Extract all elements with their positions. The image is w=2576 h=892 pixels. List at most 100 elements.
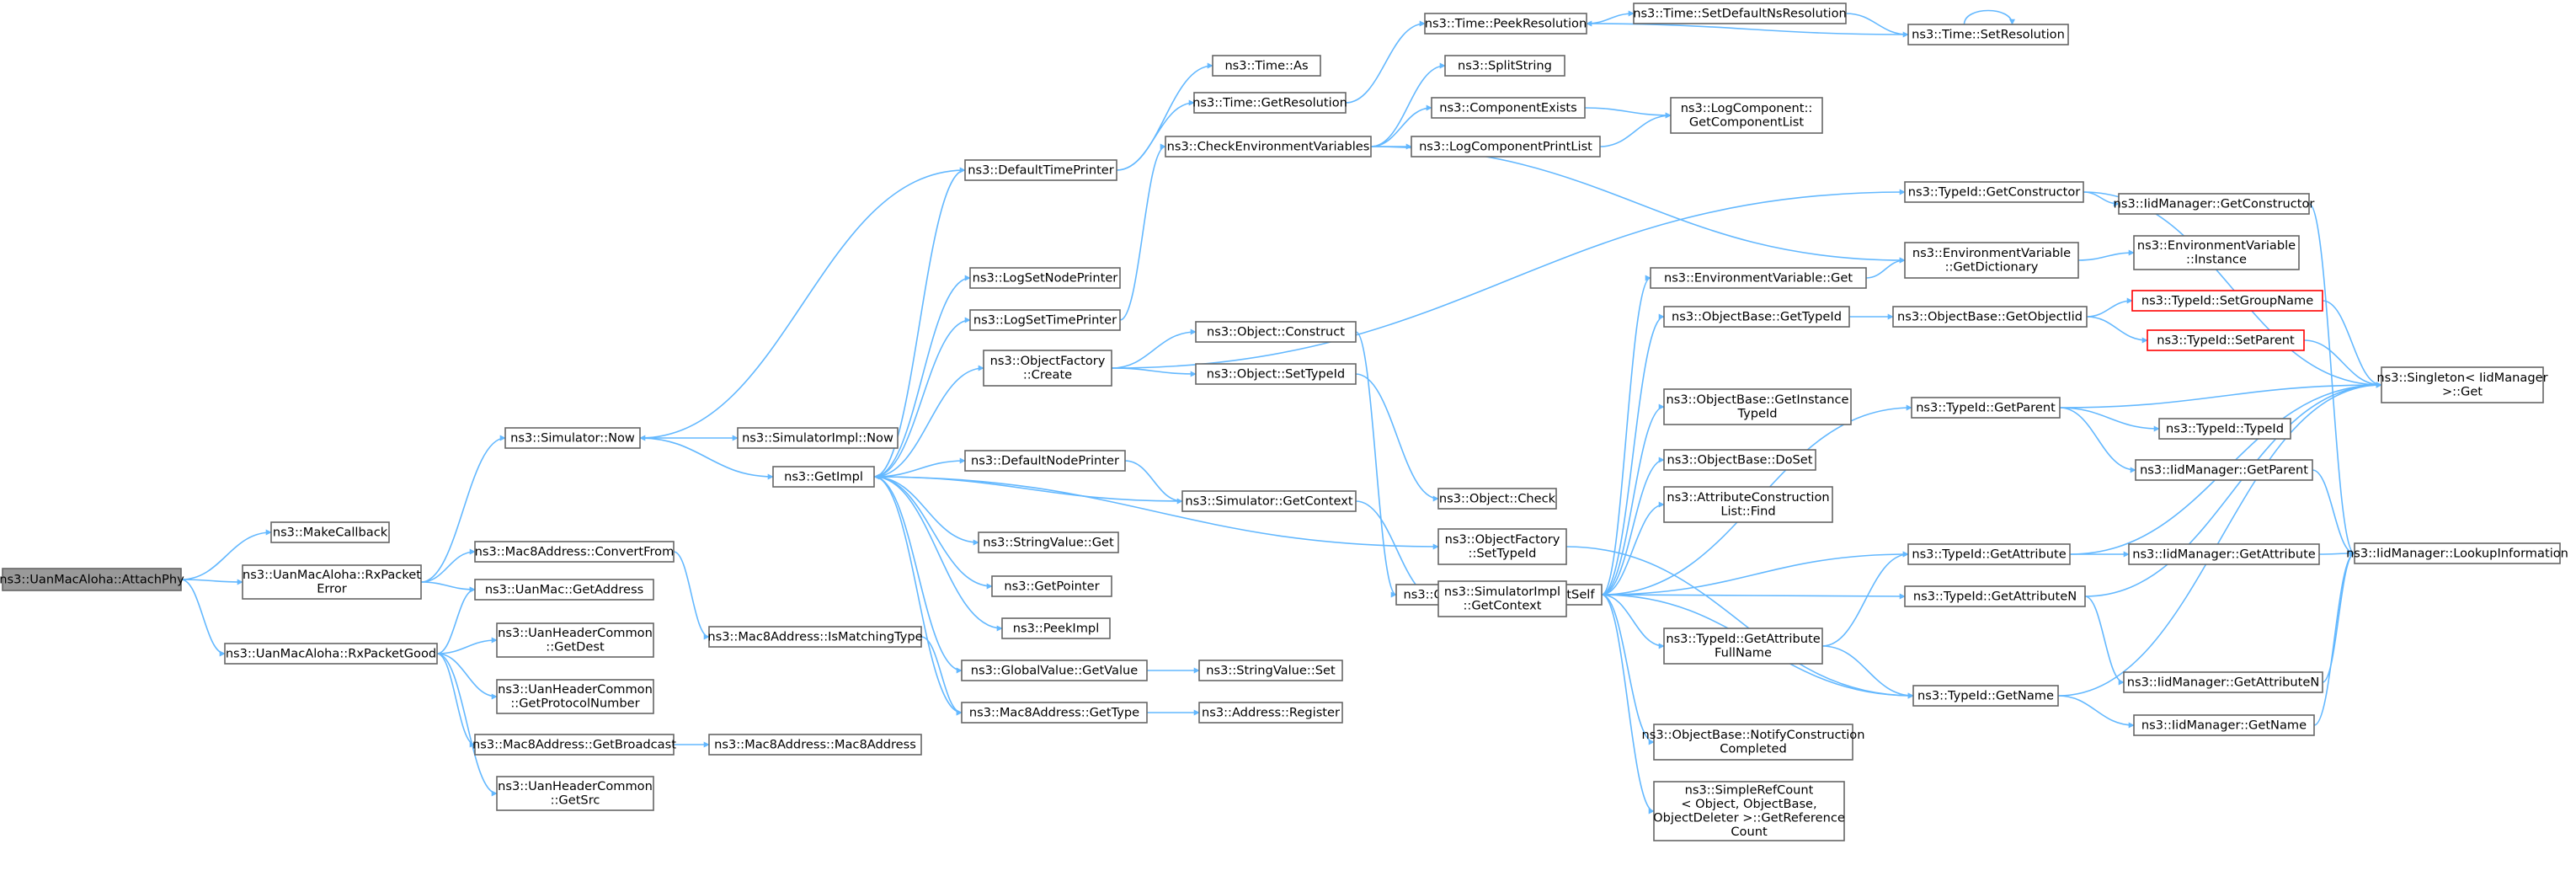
node-typeidgetconstructor[interactable]: ns3::TypeId::GetConstructor: [1904, 181, 2084, 203]
node-mac8gettype[interactable]: ns3::Mac8Address::GetType: [961, 702, 1148, 724]
node-logsetnodeprinter[interactable]: ns3::LogSetNodePrinter: [969, 267, 1121, 289]
node-typeidgetname[interactable]: ns3::TypeId::GetName: [1912, 685, 2059, 707]
node-timepeekres[interactable]: ns3::Time::PeekResolution: [1424, 13, 1587, 35]
node-simnow[interactable]: ns3::Simulator::Now: [504, 427, 641, 449]
node-objbasegettypeid[interactable]: ns3::ObjectBase::GetTypeId: [1663, 306, 1850, 328]
node-envvarget[interactable]: ns3::EnvironmentVariable::Get: [1650, 267, 1867, 289]
node-ismatching[interactable]: ns3::Mac8Address::IsMatchingType: [707, 626, 923, 648]
node-objfactorycreate[interactable]: ns3::ObjectFactory::Create: [983, 350, 1112, 387]
node-objbasenotify[interactable]: ns3::ObjectBase::NotifyConstructionCompl…: [1642, 724, 1865, 761]
node-label: ns3::GetImpl: [784, 469, 863, 483]
edge-getimpl-to-stringvalueget: [873, 476, 979, 546]
node-label: ns3::GetPointer: [1004, 579, 1099, 593]
node-logcompgetlist[interactable]: ns3::LogComponent::GetComponentList: [1670, 97, 1823, 134]
node-getprotocol[interactable]: ns3::UanHeaderCommon::GetProtocolNumber: [496, 679, 654, 714]
edge-logsettimeprinter-to-checkenv: [1119, 143, 1166, 321]
node-objcheck[interactable]: ns3::Object::Check: [1437, 488, 1557, 510]
node-label: ns3::ObjectBase::GetObjectIid: [1897, 309, 2083, 323]
node-label: ns3::TypeId::GetAttribute: [1912, 547, 2066, 561]
node-iidgetattributen[interactable]: ns3::IidManager::GetAttributeN: [2123, 671, 2323, 693]
node-timesetdefaultns[interactable]: ns3::Time::SetDefaultNsResolution: [1633, 3, 1847, 24]
node-checkenv[interactable]: ns3::CheckEnvironmentVariables: [1165, 136, 1372, 158]
node-defaulttimeprinter[interactable]: ns3::DefaultTimePrinter: [964, 159, 1117, 181]
node-box: [1904, 181, 2084, 203]
node-simgetcontext[interactable]: ns3::Simulator::GetContext: [1181, 490, 1357, 512]
node-box: [1165, 136, 1372, 158]
node-simimplgetcontext[interactable]: ns3::SimulatorImpl::GetContext: [1437, 580, 1567, 617]
node-getpointer[interactable]: ns3::GetPointer: [991, 575, 1112, 597]
node-timesetres[interactable]: ns3::Time::SetResolution: [1907, 24, 2069, 45]
node-label: ns3::SplitString: [1458, 58, 1552, 72]
node-defaultnodeprinter[interactable]: ns3::DefaultNodePrinter: [964, 450, 1126, 472]
node-getsrc[interactable]: ns3::UanHeaderCommon::GetSrc: [496, 776, 654, 811]
node-splitstring[interactable]: ns3::SplitString: [1444, 55, 1565, 77]
node-iidlookup[interactable]: ns3::IidManager::LookupInformation: [2346, 542, 2568, 564]
node-componentexists[interactable]: ns3::ComponentExists: [1431, 97, 1586, 119]
node-mac8ctor[interactable]: ns3::Mac8Address::Mac8Address: [708, 734, 922, 756]
node-objsettypeid[interactable]: ns3::Object::SetTypeId: [1195, 363, 1357, 385]
node-objbasegetobjectiid[interactable]: ns3::ObjectBase::GetObjectIid: [1892, 306, 2088, 328]
node-box: [2158, 418, 2291, 440]
node-typeidgetparent[interactable]: ns3::TypeId::GetParent: [1911, 397, 2061, 419]
node-logsettimeprinter[interactable]: ns3::LogSetTimePrinter: [969, 309, 1121, 331]
node-label: ns3::TypeId::GetName: [1917, 688, 2054, 702]
node-label: ns3::Object::SetTypeId: [1207, 366, 1345, 381]
node-label: ns3::TypeId::GetParent: [1916, 400, 2056, 414]
node-objbasedoset[interactable]: ns3::ObjectBase::DoSet: [1663, 449, 1816, 471]
node-typeidsetparent[interactable]: ns3::TypeId::SetParent: [2147, 329, 2305, 351]
node-label: ns3::UanMacAloha::RxPacketGood: [226, 646, 436, 660]
edge-defaulttimeprinter-to-simnow: [639, 169, 966, 441]
node-stringvalueget[interactable]: ns3::StringValue::Get: [978, 531, 1119, 553]
node-objconstruct[interactable]: ns3::Object::Construct: [1195, 321, 1357, 343]
node-label: ns3::IidManager::GetName: [2141, 718, 2307, 732]
node-timeas[interactable]: ns3::Time::As: [1212, 55, 1321, 77]
node-label: ns3::Object::Check: [1439, 491, 1556, 505]
node-iidgetattribute[interactable]: ns3::IidManager::GetAttribute: [2128, 543, 2320, 565]
node-peekimpl[interactable]: ns3::PeekImpl: [1001, 617, 1111, 639]
node-typeidgetattributen[interactable]: ns3::TypeId::GetAttributeN: [1904, 585, 2086, 607]
node-box: [1892, 306, 2088, 328]
node-iidgetparent[interactable]: ns3::IidManager::GetParent: [2135, 459, 2313, 481]
node-iidgetname[interactable]: ns3::IidManager::GetName: [2133, 714, 2315, 736]
node-logcompprintlist[interactable]: ns3::LogComponentPrintList: [1411, 136, 1601, 158]
node-simimplnow[interactable]: ns3::SimulatorImpl::Now: [737, 427, 899, 449]
node-singletonget[interactable]: ns3::Singleton< IidManager>::Get: [2376, 366, 2548, 403]
node-typeidsetgroupname[interactable]: ns3::TypeId::SetGroupName: [2131, 290, 2323, 312]
node-typeidtypeid[interactable]: ns3::TypeId::TypeId: [2158, 418, 2291, 440]
node-label: ns3::ObjectBase::GetInstance: [1667, 393, 1849, 407]
node-addressregister[interactable]: ns3::Address::Register: [1198, 702, 1343, 724]
node-stringvalueset[interactable]: ns3::StringValue::Set: [1198, 660, 1343, 681]
node-box: [1663, 306, 1850, 328]
node-getbroadcast[interactable]: ns3::Mac8Address::GetBroadcast: [472, 734, 676, 756]
edge-objbasegetobjectiid-to-typeidsetgroupname: [2086, 297, 2133, 318]
node-box: [1907, 24, 2069, 45]
node-attachphy[interactable]: ns3::UanMacAloha::AttachPhy: [0, 568, 184, 591]
node-label: ns3::DefaultTimePrinter: [968, 163, 1114, 177]
node-label: ns3::LogComponentPrintList: [1419, 139, 1592, 153]
edge-objbaseconstructself-to-objbasegettypeid: [1601, 313, 1665, 596]
node-simplerefcount[interactable]: ns3::SimpleRefCount< Object, ObjectBase,…: [1653, 781, 1845, 841]
node-getaddress[interactable]: ns3::UanMac::GetAddress: [474, 579, 654, 601]
node-iidgetconstructor[interactable]: ns3::IidManager::GetConstructor: [2114, 193, 2315, 215]
node-objfactorysettypeid[interactable]: ns3::ObjectFactory::SetTypeId: [1437, 528, 1567, 565]
node-timegetres[interactable]: ns3::Time::GetResolution: [1192, 92, 1347, 114]
node-box: [1437, 488, 1557, 510]
node-makecallback[interactable]: ns3::MakeCallback: [270, 521, 390, 543]
node-getimpl[interactable]: ns3::GetImpl: [772, 466, 875, 488]
node-box: [1904, 242, 2079, 279]
node-convertfrom[interactable]: ns3::Mac8Address::ConvertFrom: [474, 541, 675, 563]
node-envvargetdict[interactable]: ns3::EnvironmentVariable::GetDictionary: [1904, 242, 2079, 279]
node-rxpacketgood[interactable]: ns3::UanMacAloha::RxPacketGood: [224, 643, 438, 665]
edge-envvargetdict-to-envvarinstance: [2077, 249, 2135, 261]
node-getdest[interactable]: ns3::UanHeaderCommon::GetDest: [496, 622, 654, 658]
node-label: ns3::Mac8Address::GetBroadcast: [472, 737, 676, 751]
node-typeidgetattribute[interactable]: ns3::TypeId::GetAttribute: [1907, 543, 2071, 565]
node-globalvalueget[interactable]: ns3::GlobalValue::GetValue: [961, 660, 1148, 681]
node-envvarinstance[interactable]: ns3::EnvironmentVariable::Instance: [2133, 235, 2300, 270]
node-box: [1912, 685, 2059, 707]
edge-typeidsetparent-to-singletonget: [2303, 339, 2382, 388]
